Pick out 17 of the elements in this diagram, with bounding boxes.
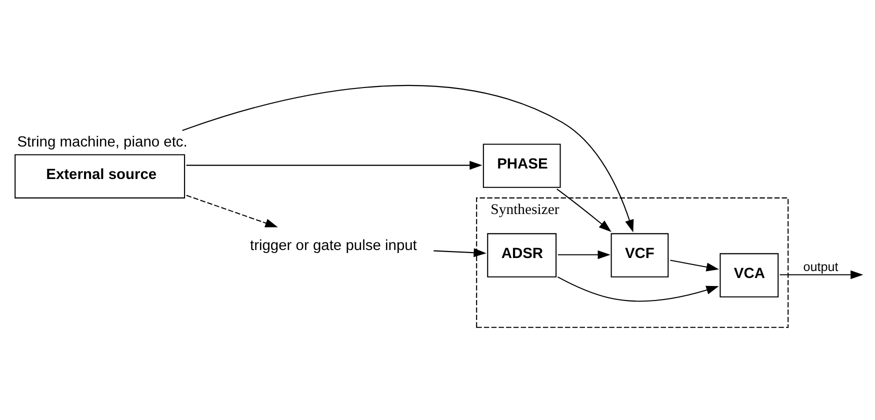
arrow bbox=[434, 248, 486, 257]
arrow bbox=[182, 84, 634, 232]
node-box: VCF bbox=[610, 232, 669, 277]
node-box: External source bbox=[14, 154, 186, 198]
node-label: String machine, piano etc. bbox=[17, 134, 188, 150]
arrow bbox=[556, 188, 612, 232]
node-box: VCA bbox=[720, 252, 779, 297]
arrow bbox=[670, 259, 720, 271]
arrow bbox=[186, 194, 278, 227]
node-box: PHASE bbox=[482, 143, 561, 188]
node-text: trigger or gate pulse input bbox=[250, 238, 417, 254]
node-box: ADSR bbox=[487, 232, 557, 277]
arrow bbox=[780, 270, 864, 279]
arrow bbox=[558, 250, 610, 259]
edge-label: output bbox=[803, 260, 838, 274]
arrow bbox=[186, 160, 482, 170]
arrow bbox=[557, 276, 719, 302]
